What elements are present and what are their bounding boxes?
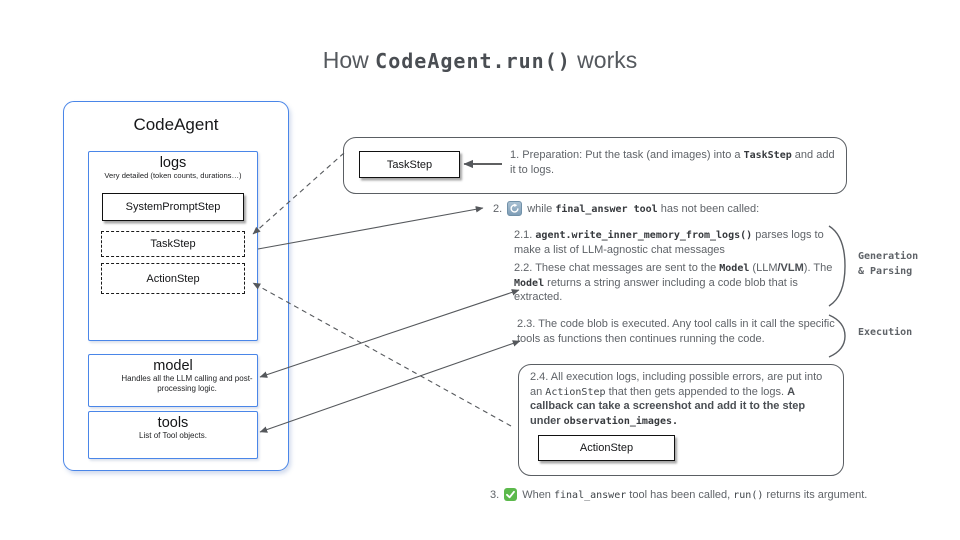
- codeagent-title: CodeAgent: [133, 115, 219, 134]
- systemprompt-step-label: SystemPromptStep: [125, 201, 221, 213]
- step1-taskstep-box: TaskStep: [359, 151, 460, 178]
- step1-text: 1. Preparation: Put the task (and images…: [510, 149, 835, 176]
- model-subtitle: Handles all the LLM calling and post-pro…: [121, 374, 253, 393]
- step21-text: 2.1. agent.write_inner_memory_from_logs(…: [514, 229, 824, 256]
- step24-actionstep-box: ActionStep: [538, 435, 675, 461]
- check-icon: [504, 488, 518, 501]
- label-execution: Execution: [858, 327, 913, 338]
- codeagent-panel: CodeAgent logs Very detailed (token coun…: [63, 101, 289, 471]
- title-pre: How: [322, 47, 376, 73]
- taskstep-log-label: TaskStep: [150, 238, 196, 250]
- actionstep-log-label: ActionStep: [146, 272, 200, 285]
- step2-number: 2.: [493, 202, 503, 215]
- step1-taskstep-label: TaskStep: [386, 158, 433, 171]
- logs-title: logs: [159, 155, 187, 171]
- model-title: model: [153, 358, 193, 374]
- step3-line: 3. When final_answer tool has been calle…: [490, 488, 867, 501]
- step2-line: 2. while final_answer tool has not been …: [493, 201, 759, 216]
- arrow-model-step22: [259, 289, 520, 378]
- step24-actionstep-label: ActionStep: [579, 442, 634, 454]
- page-title: How CodeAgent.run() works: [0, 47, 960, 74]
- title-post: works: [570, 47, 638, 73]
- label-generation-parsing: Generation & Parsing: [858, 251, 919, 277]
- step3-text: When final_answer tool has been called, …: [522, 488, 868, 501]
- tools-title: tools: [157, 415, 189, 431]
- tools-box: tools List of Tool objects.: [88, 411, 258, 459]
- step2-text: while final_answer tool has not been cal…: [527, 202, 760, 215]
- actionstep-log-box: ActionStep: [101, 263, 245, 294]
- logs-box: logs Very detailed (token counts, durati…: [88, 151, 258, 341]
- step24-text: 2.4. All execution logs, including possi…: [530, 371, 823, 427]
- step22-text: 2.2. These chat messages are sent to the…: [514, 262, 833, 304]
- taskstep-log-box: TaskStep: [101, 231, 245, 257]
- logs-subtitle: Very detailed (token counts, durations…): [104, 171, 242, 180]
- title-code: CodeAgent.run(): [375, 49, 571, 73]
- arrow-step24-to-actionstep: [252, 282, 512, 427]
- step3-number: 3.: [490, 488, 500, 501]
- arrow-logs-to-step2: [257, 206, 484, 250]
- step23-text: 2.3. The code blob is executed. Any tool…: [517, 318, 835, 345]
- arrow-tools-step23: [259, 340, 521, 433]
- systemprompt-step-box: SystemPromptStep: [102, 193, 244, 221]
- tools-subtitle: List of Tool objects.: [139, 431, 207, 440]
- model-box: model Handles all the LLM calling and po…: [88, 354, 258, 407]
- loop-icon: [507, 201, 523, 216]
